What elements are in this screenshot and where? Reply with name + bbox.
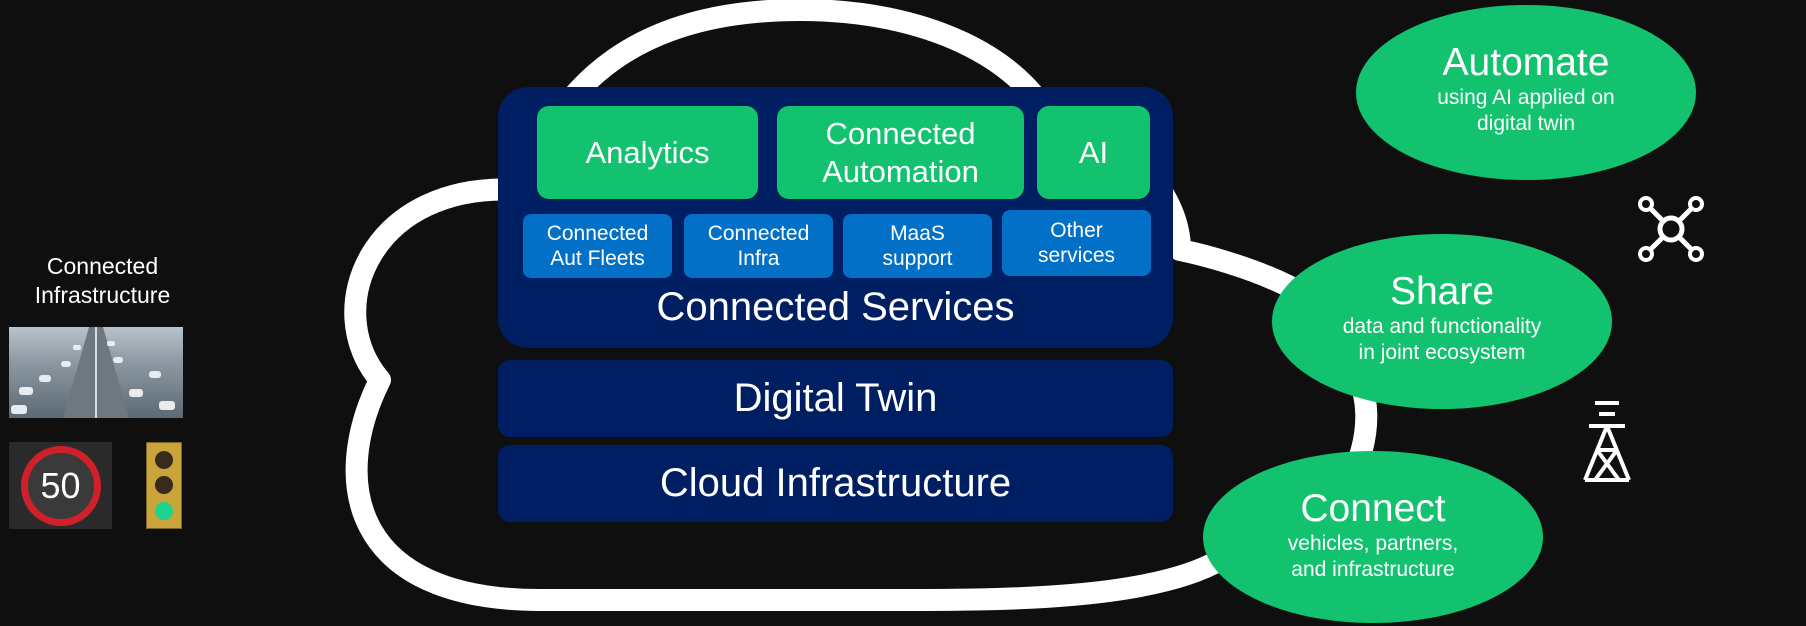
- connected-automation-box: Connected Automation: [777, 106, 1024, 199]
- connected-services-title: Connected Services: [656, 285, 1015, 329]
- maas-support-box: MaaS support: [843, 214, 992, 278]
- digital-twin-layer: Digital Twin: [498, 360, 1173, 437]
- other-services-box: Other services: [1002, 210, 1151, 276]
- connect-ellipse: Connect vehicles, partners, and infrastr…: [1203, 451, 1543, 623]
- speed-limit-value: 50: [40, 464, 81, 506]
- connect-subtitle: vehicles, partners, and infrastructure: [1287, 532, 1459, 581]
- connected-infrastructure-label: Connected Infrastructure: [34, 253, 171, 308]
- ai-box: AI: [1037, 106, 1150, 199]
- automate-subtitle: using AI applied on digital twin: [1437, 86, 1615, 135]
- connected-aut-fleets-box: Connected Aut Fleets: [523, 214, 672, 278]
- speed-limit-sign: 50: [9, 442, 112, 529]
- highway-traffic-photo: [9, 327, 183, 418]
- traffic-light: [146, 442, 182, 529]
- share-ellipse: Share data and functionality in joint ec…: [1272, 234, 1612, 409]
- automate-ellipse: Automate using AI applied on digital twi…: [1356, 5, 1696, 180]
- cloud-infrastructure-layer: Cloud Infrastructure: [498, 445, 1173, 522]
- network-hub-icon: [1638, 196, 1704, 262]
- share-subtitle: data and functionality in joint ecosyste…: [1342, 315, 1542, 364]
- connect-title: Connect: [1300, 487, 1446, 530]
- cell-tower-icon: [1583, 401, 1631, 482]
- connected-infra-box: Connected Infra: [684, 214, 833, 278]
- share-title: Share: [1389, 270, 1495, 313]
- analytics-box: Analytics: [537, 106, 758, 199]
- automate-title: Automate: [1442, 41, 1610, 84]
